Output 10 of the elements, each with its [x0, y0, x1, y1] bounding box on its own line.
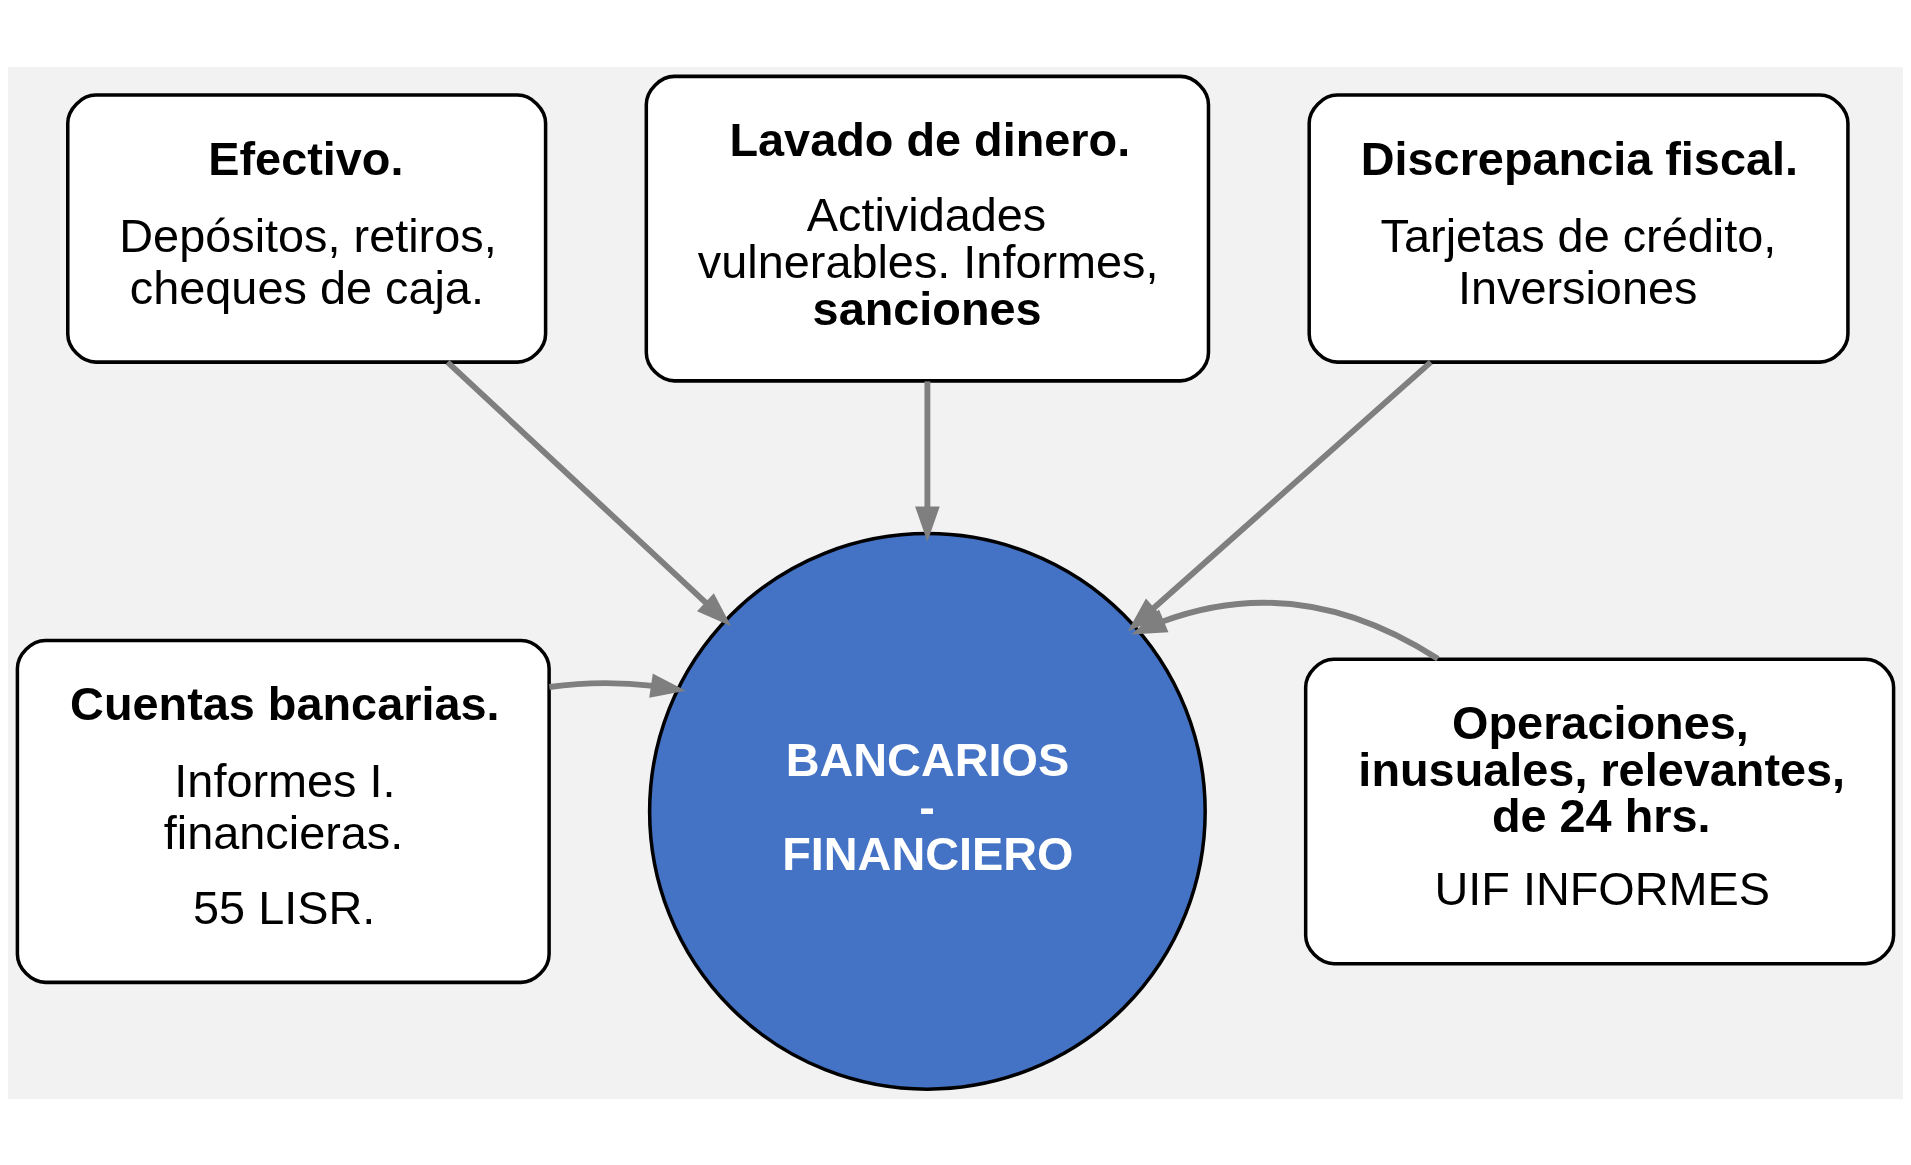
- arrow: [915, 380, 940, 542]
- node-box: Lavado de dinero. Actividades vulnerables. Informes, sanciones: [644, 74, 1211, 383]
- node-box: Operaciones, inusuales, relevantes, de 24 hrs. UIF INFORMES: [1303, 656, 1896, 965]
- arrow: [445, 359, 732, 626]
- arrow: [548, 672, 686, 698]
- node-box: Discrepancia fiscal. Tarjetas de crédito, Inversiones: [1307, 92, 1850, 364]
- node-box: Efectivo. Depósitos, retiros, cheques de caja.: [66, 92, 548, 364]
- arrow: [1127, 359, 1433, 631]
- node-box: Cuentas bancarias. Informes I. financieras. 55 LISR.: [15, 638, 551, 984]
- arrow: [1131, 599, 1440, 661]
